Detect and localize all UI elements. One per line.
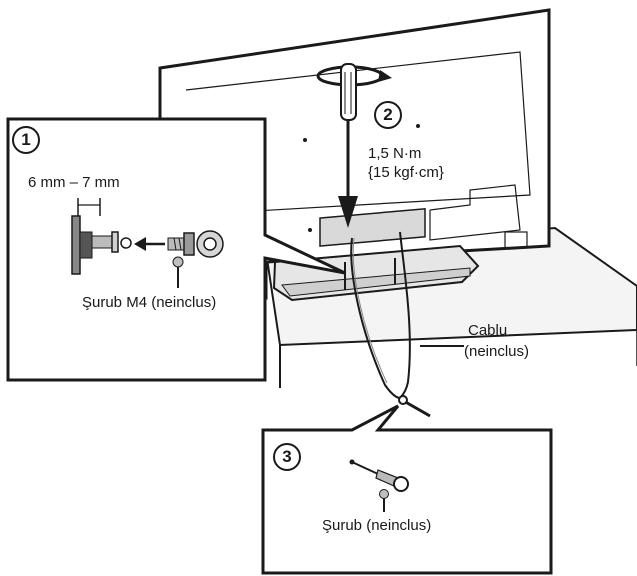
stand-base bbox=[272, 208, 480, 302]
m4-screw-icon bbox=[167, 230, 224, 258]
callout-1-panel bbox=[6, 117, 346, 382]
mount-hole bbox=[416, 124, 420, 128]
step-3-badge: 3 bbox=[273, 443, 301, 471]
torque-kgf-label: {15 kgf·cm} bbox=[368, 164, 444, 181]
cable-label: Cablu bbox=[468, 322, 508, 339]
step-1-badge: 1 bbox=[12, 126, 40, 154]
screw-icon bbox=[349, 459, 409, 492]
m4-screw-label: Şurub M4 (neinclus) bbox=[82, 294, 217, 311]
washer-icon bbox=[111, 231, 119, 253]
step-2-badge: 2 bbox=[374, 101, 402, 129]
callout-3-panel bbox=[261, 404, 553, 575]
screwdriver-icon bbox=[316, 63, 392, 228]
cable bbox=[350, 231, 464, 418]
mount-hole bbox=[303, 138, 307, 142]
bracket-plate bbox=[71, 215, 81, 275]
screw-label: Şurub (neinclus) bbox=[322, 517, 432, 534]
down-arrow-icon bbox=[338, 196, 358, 228]
torque-nm-label: 1,5 N·m bbox=[368, 145, 422, 162]
cable-not-included-label: (neinclus) bbox=[464, 343, 530, 360]
mount-hole bbox=[308, 228, 312, 232]
distance-label: 6 mm – 7 mm bbox=[28, 174, 120, 191]
wall-screw-icon bbox=[398, 395, 431, 418]
